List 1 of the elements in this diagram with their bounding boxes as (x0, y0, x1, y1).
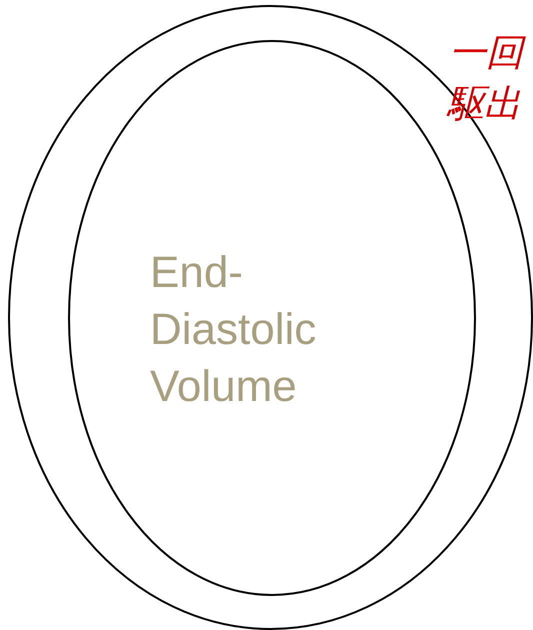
volume-label: End- Diastolic Volume (150, 247, 318, 413)
